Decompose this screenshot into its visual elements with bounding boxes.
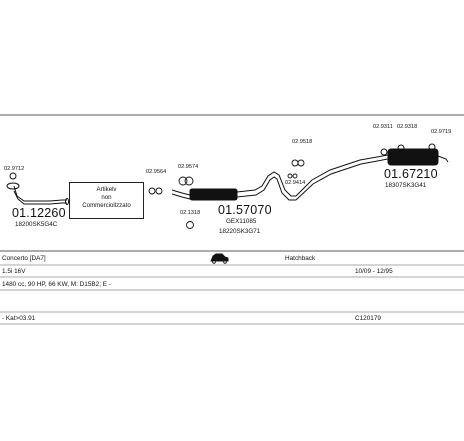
oem-number-middle-1: GEX11085: [226, 218, 257, 225]
gasket-drawing: [9, 172, 17, 180]
part-label-clamp-b: 02.9574: [178, 164, 199, 170]
hanger-drawings: [287, 159, 305, 179]
vehicle-body: Hatchback: [285, 255, 316, 262]
vehicle-engine: 1.5i 16V: [2, 268, 26, 275]
part-label-top-c: 02.9719: [431, 129, 452, 135]
middle-silencer-drawing: [171, 171, 296, 201]
part-number-front-pipe: 01.12260: [12, 206, 66, 220]
oem-number-front-pipe: 18200SK5G4C: [15, 221, 58, 228]
note-line-2: non: [101, 194, 112, 201]
front-pipe-drawing: [6, 182, 69, 205]
part-label-hanger-a: 02.9518: [292, 139, 313, 145]
part-label-hanger-b: 02.9414: [285, 180, 306, 186]
part-label-left-small: 02.9712: [4, 166, 25, 172]
vehicle-kat: - Kat>03.91: [2, 315, 36, 322]
part-label-top-a: 02.9311: [373, 124, 393, 130]
vehicle-years: 10/09 - 12/95: [355, 268, 393, 275]
part-label-top-b: 02.9318: [397, 124, 418, 130]
oem-number-middle-2: 18220SK3G71: [219, 228, 261, 235]
car-icon: [210, 253, 229, 264]
catalog-code: C120179: [355, 315, 381, 322]
part-label-clamp-a: 02.9564: [146, 169, 167, 175]
vehicle-model: Concerto [DA7]: [2, 255, 46, 262]
vehicle-specs: 1480 cc, 90 HP, 66 KW, M: D15B2; E -: [2, 281, 111, 288]
note-line-1: Artikelv: [96, 186, 117, 193]
note-line-3: Commerciollzzato: [82, 202, 131, 209]
part-number-rear-silencer: 01.67210: [384, 167, 438, 181]
oem-number-rear: 18307SK3G41: [385, 182, 427, 189]
rear-silencer-drawing: [295, 143, 449, 201]
clamp-drawings: [148, 176, 194, 229]
part-number-middle-silencer: 01.57070: [218, 203, 272, 217]
not-sold-note: Artikelv non Commerciollzzato: [69, 182, 144, 219]
part-label-clamp-c: 02.1318: [180, 210, 201, 216]
